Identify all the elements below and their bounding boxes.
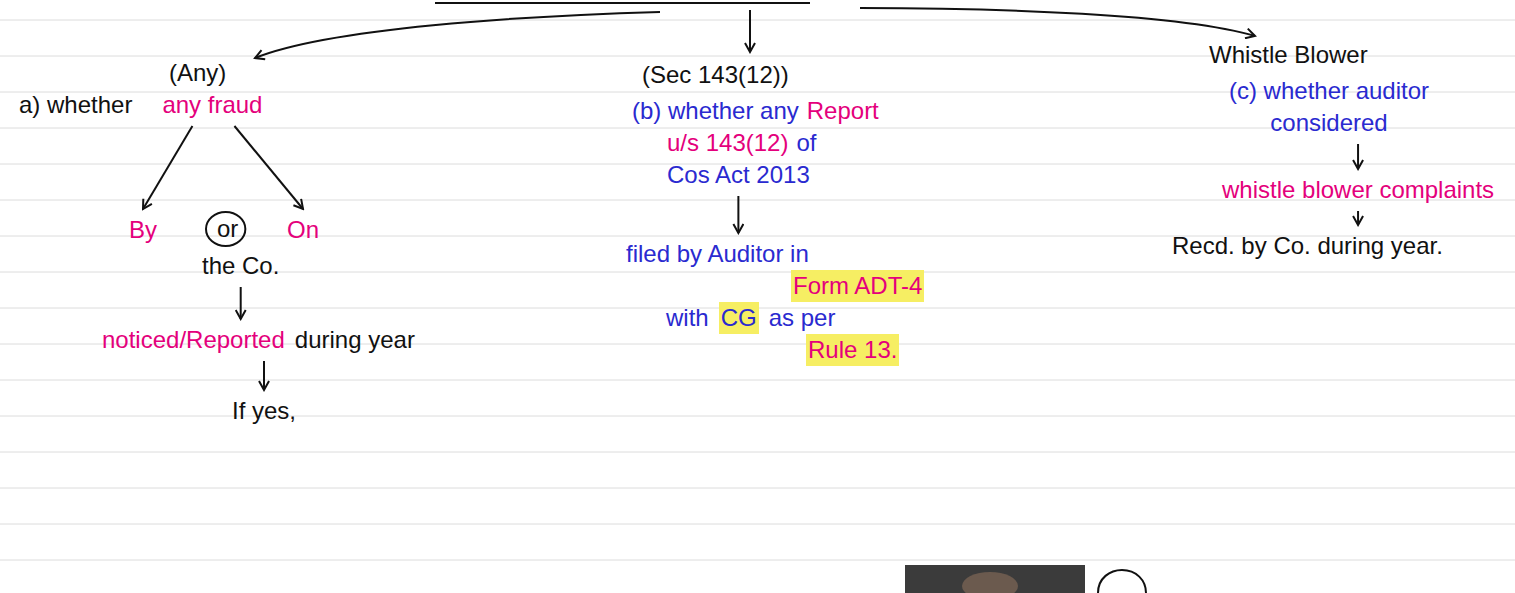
connector-arrow: [240, 287, 242, 319]
note-node: the Co.: [198, 248, 283, 284]
text-row: a) whether any fraud: [19, 89, 262, 121]
text-row: with CG as per: [626, 302, 924, 334]
note-node: If yes,: [228, 393, 300, 429]
note-text: (c) whether auditor considered: [1189, 75, 1469, 139]
text-row: Rule 13.: [626, 334, 924, 366]
paper-line: [0, 488, 1515, 489]
note-node: (c) whether auditor considered: [1185, 73, 1473, 141]
text-row: Cos Act 2013: [632, 159, 879, 191]
text-row: By: [129, 214, 157, 246]
note-text: If yes,: [232, 395, 296, 427]
branch-arrow: [255, 12, 660, 58]
connector-arrow: [234, 126, 303, 209]
note-text: of: [796, 127, 816, 159]
text-row: (Any): [19, 57, 262, 89]
note-text: as per: [769, 302, 836, 334]
connector-arrow: [737, 196, 739, 233]
text-row: If yes,: [232, 395, 296, 427]
note-node: On: [283, 212, 323, 248]
note-text: during year: [295, 324, 415, 356]
note-node: (Sec 143(12)): [638, 57, 793, 93]
paper-line: [0, 560, 1515, 561]
note-node: Whistle Blower: [1205, 37, 1372, 73]
note-node: (b) whether anyReportu/s 143(12)ofCos Ac…: [628, 93, 883, 193]
note-text: filed by Auditor in: [626, 238, 809, 270]
connector-arrow: [263, 361, 265, 390]
branch-heading: Whistle Blower: [1209, 39, 1368, 71]
paper-line: [0, 416, 1515, 417]
video-thumbnail-figure: [962, 572, 1018, 593]
note-text: On: [287, 214, 319, 246]
note-text: By: [129, 214, 157, 246]
note-text: noticed/Reported: [102, 324, 285, 356]
text-row: whistle blower complaints: [1222, 174, 1494, 206]
note-node: Recd. by Co. during year.: [1168, 228, 1447, 264]
note-node: whistle blower complaints: [1218, 172, 1498, 208]
text-row: (c) whether auditor considered: [1189, 75, 1469, 139]
circled-note: or: [217, 213, 238, 245]
branch-heading: (Sec 143(12)): [642, 59, 789, 91]
text-row: or: [213, 213, 238, 245]
note-text: whistle blower complaints: [1222, 174, 1494, 206]
text-row: filed by Auditor in: [626, 238, 924, 270]
note-text: (b) whether any: [632, 95, 799, 127]
paper-line: [0, 380, 1515, 381]
note-text: the Co.: [202, 250, 279, 282]
text-row: Whistle Blower: [1209, 39, 1368, 71]
title-underline: [435, 2, 810, 4]
branch-heading: (Any): [169, 57, 226, 89]
text-row: (b) whether anyReport: [632, 95, 879, 127]
circle-mark: [1098, 570, 1146, 593]
note-text: with: [666, 302, 709, 334]
note-node: (Any) a) whether any fraud: [15, 55, 266, 123]
circled-node: or: [205, 211, 246, 247]
note-node: By: [125, 212, 161, 248]
branch-arrow: [749, 10, 751, 52]
connector-arrow: [1357, 144, 1359, 169]
note-node: filed by Auditor inForm ADT-4 with CG as pe…: [622, 236, 928, 368]
paper-line: [0, 20, 1515, 21]
note-text: Report: [807, 95, 879, 127]
note-text: CG: [719, 302, 759, 334]
branch-heading: a) whether: [19, 89, 132, 121]
text-row: (Sec 143(12)): [642, 59, 789, 91]
branch-arrow: [860, 8, 1255, 36]
note-text: Cos Act 2013: [667, 159, 810, 191]
text-row: Form ADT-4: [626, 270, 924, 302]
note-text: Recd. by Co. during year.: [1172, 230, 1443, 262]
connector-arrow: [143, 126, 192, 209]
text-row: On: [287, 214, 319, 246]
note-text: Rule 13.: [806, 334, 899, 366]
text-row: noticed/Reported during year: [102, 324, 415, 356]
branch-heading: any fraud: [162, 89, 262, 121]
paper-line: [0, 452, 1515, 453]
text-row: u/s 143(12)of: [632, 127, 879, 159]
note-node: noticed/Reported during year: [98, 322, 419, 358]
text-row: Recd. by Co. during year.: [1172, 230, 1443, 262]
note-text: u/s 143(12): [667, 127, 788, 159]
connector-arrow: [1357, 211, 1359, 225]
paper-line: [0, 524, 1515, 525]
text-row: the Co.: [202, 250, 279, 282]
note-text: Form ADT-4: [791, 270, 924, 302]
